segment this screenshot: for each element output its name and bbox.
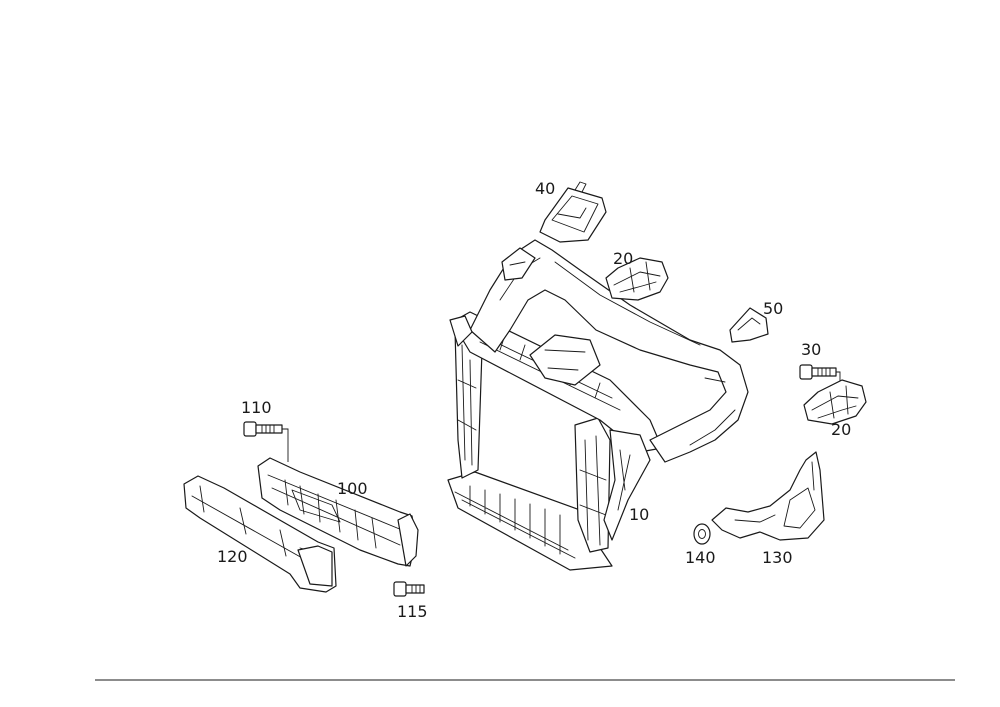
callout-40: 40 (535, 179, 555, 198)
bolt-part-30 (799, 364, 841, 388)
callout-120: 120 (217, 547, 248, 566)
callout-labels: 10 20 20 30 40 50 100 110 115 120 130 14… (217, 179, 851, 621)
front-carrier-part-10 (447, 239, 749, 571)
lock-bracket-part-40 (539, 181, 607, 243)
absorber-beam-part-120 (183, 475, 337, 593)
bolt-part-110 (243, 421, 289, 462)
mount-bracket-part-20-upper (605, 257, 669, 301)
washer-part-140 (693, 523, 711, 545)
cover-part-50 (729, 307, 769, 343)
callout-50: 50 (763, 299, 783, 318)
callout-100: 100 (337, 479, 368, 498)
callout-140: 140 (685, 548, 716, 567)
callout-20-lower: 20 (831, 420, 851, 439)
callout-20-upper: 20 (613, 249, 633, 268)
callout-110: 110 (241, 398, 272, 417)
side-bracket-part-130 (711, 451, 825, 541)
mount-bracket-part-20-lower (803, 379, 867, 425)
callout-115: 115 (397, 602, 428, 621)
callout-130: 130 (762, 548, 793, 567)
callout-10: 10 (629, 505, 649, 524)
bolt-part-115 (393, 581, 425, 597)
callout-30: 30 (801, 340, 821, 359)
bumper-crossbar-part-100 (257, 457, 419, 567)
